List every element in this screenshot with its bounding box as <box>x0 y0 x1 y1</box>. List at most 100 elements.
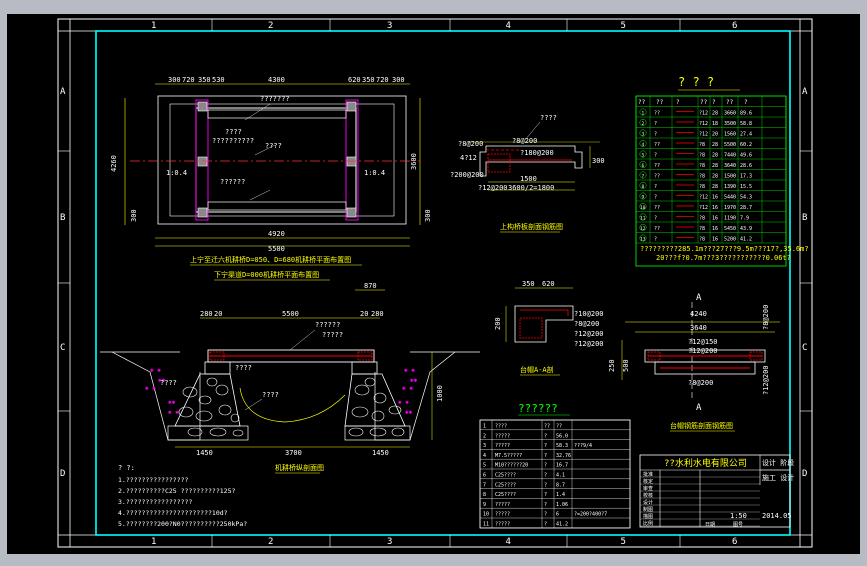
rebar-cell-no: 9 <box>642 195 645 201</box>
elev-dim-top-3: 20 <box>214 310 222 318</box>
quantity-cell: ????? <box>495 502 510 508</box>
plan-label-5: ?????? <box>220 178 245 186</box>
quantity-cell: 3 <box>483 443 486 449</box>
rebar-cell-weight: 54.3 <box>740 195 752 201</box>
note-item: 3.????????????????? <box>118 498 192 506</box>
grid-row-left-A: A <box>60 87 66 97</box>
rebar-cell-no: 1 <box>642 111 645 117</box>
title-cell-label: 日期 <box>705 522 715 528</box>
rebar-cell-shape: ? <box>654 153 657 159</box>
grid-col-top-5: 5 <box>621 21 626 31</box>
plan-dim-left-1: 4260 <box>110 155 118 172</box>
quantity-cell: 2 <box>483 433 486 439</box>
quantity-cell: ? <box>544 482 547 488</box>
rebar-cell-dia: ?12 <box>699 205 708 211</box>
elev-label-3: ???? <box>235 364 252 372</box>
rebar-cell-count: 16 <box>712 216 718 222</box>
rebar-cell-count: 16 <box>712 205 718 211</box>
elev-dim-top-5: 20 <box>360 310 368 318</box>
quantity-cell: ? <box>544 463 547 469</box>
rebar-cell-shape: ?? <box>654 163 660 169</box>
quantity-table-title: ?????? <box>518 402 558 415</box>
rebar-header: ? <box>744 99 748 106</box>
quantity-cell: C25???? <box>495 473 516 479</box>
grid-col-bottom-5: 5 <box>621 537 626 547</box>
quantity-cell: ? <box>544 433 547 439</box>
rebar-header: ?? <box>656 99 664 106</box>
cap-mark-a-bottom: A <box>696 403 702 413</box>
cap-title: 台帽钢筋剖面钢筋图 <box>670 421 733 430</box>
title-cell-label: 设计 <box>643 499 653 506</box>
rebar-cell-dia: ?8 <box>699 174 705 180</box>
rebar-cell-length: 7440 <box>724 153 736 159</box>
rebar-cell-no: 10 <box>640 205 646 211</box>
rebar-header: ?? <box>700 99 708 106</box>
grid-col-bottom-6: 6 <box>732 537 737 547</box>
rebar-cell-shape: ?? <box>654 174 660 180</box>
company-name: ??水利水电有限公司 <box>664 457 747 469</box>
rebar-cell-no: 6 <box>642 163 645 169</box>
quantity-cell: ????? <box>495 512 510 518</box>
rebar-cell-dia: ?8 <box>699 153 705 159</box>
rebar-cell-length: 3660 <box>724 111 736 117</box>
quantity-cell: 10 <box>483 512 489 518</box>
rebar-cell-count: 28 <box>712 174 718 180</box>
rebar-cell-no: 4 <box>642 142 645 148</box>
aa-title: 台帽A-A剖 <box>520 365 554 374</box>
plan-label-3: ?????????? <box>212 137 254 145</box>
grid-col-top-6: 6 <box>732 21 737 31</box>
cap-dim-3: ?12@150 <box>688 338 718 346</box>
quantity-cell: 6 <box>556 512 559 518</box>
grid-col-top-2: 2 <box>268 21 273 31</box>
quantity-cell: 1 <box>483 424 486 430</box>
rebar-cell-shape: ? <box>654 216 657 222</box>
quantity-cell: 5 <box>483 463 486 469</box>
title-cell-label: 比例 <box>643 520 653 527</box>
grid-col-bottom-4: 4 <box>506 537 511 547</box>
rebar-cell-weight: 58.8 <box>740 121 752 127</box>
quantity-cell: 8 <box>483 492 486 498</box>
upper-dim-6: 1500 <box>520 175 537 183</box>
quantity-cell: 56.0 <box>556 433 568 439</box>
rebar-header: ? <box>676 99 680 106</box>
grid-col-top-1: 1 <box>151 21 156 31</box>
rebar-cell-length: 1190 <box>724 216 736 222</box>
grid-row-left-B: B <box>60 213 65 223</box>
quantity-table: ?????? 1????????2??????56.03??????58.3??… <box>479 402 631 529</box>
cap-dim-6: 250 <box>608 359 616 372</box>
rebar-cell-length: 1560 <box>724 132 736 138</box>
quantity-cell: C25???? <box>495 492 516 498</box>
note-item: 1.???????????????? <box>118 476 189 484</box>
rebar-cell-length: 5500 <box>724 142 736 148</box>
rebar-cell-weight: 7.9 <box>740 216 749 222</box>
elev-dim-bottom-3: 1450 <box>372 449 389 457</box>
cap-dim-1: 4240 <box>690 310 707 318</box>
quantity-cell: M7.5????? <box>495 453 522 459</box>
cap-dim-5: ?8@200 <box>688 379 713 387</box>
note-item: 4.??????????????????????10d? <box>118 509 228 517</box>
notes-title: ? ?: <box>118 464 135 472</box>
rebar-cell-shape: ?? <box>654 111 660 117</box>
rebar-cell-weight: 17.3 <box>740 174 752 180</box>
upper-dim-2: ?8@200 <box>512 137 537 145</box>
elevation-view: ✱ ✱✱✱✱ ✱ ✱ ✱✱✱✱ ✱ ✱✱✱ ✱ ✱ ✱✱✱ 870 280 20… <box>100 282 480 474</box>
svg-text:✱ ✱: ✱ ✱ <box>397 399 409 406</box>
plan-label-4: ???? <box>265 142 282 150</box>
title-date: 2014.05 <box>762 512 792 520</box>
quantity-cell: ? <box>544 453 547 459</box>
grid-col-top-4: 4 <box>506 21 511 31</box>
aa-dim-6: ?12@200 <box>574 330 604 338</box>
rebar-cell-length: 5440 <box>724 195 736 201</box>
rebar-header: ?? <box>638 99 646 106</box>
quantity-cell: ? <box>544 492 547 498</box>
svg-text:✱ ✱: ✱ ✱ <box>403 367 415 374</box>
rebar-cell-shape: ? <box>654 195 657 201</box>
rebar-cell-no: 7 <box>642 174 645 180</box>
elev-dim-top-4: 5500 <box>282 310 299 318</box>
rebar-cell-count: 28 <box>712 184 718 190</box>
grid-col-bottom-3: 3 <box>387 537 392 547</box>
notes: ? ?: 1.????????????????2.??????????C25 ?… <box>118 464 247 528</box>
elev-label-4: ???? <box>160 379 177 387</box>
rebar-cell-count: 20 <box>712 132 718 138</box>
